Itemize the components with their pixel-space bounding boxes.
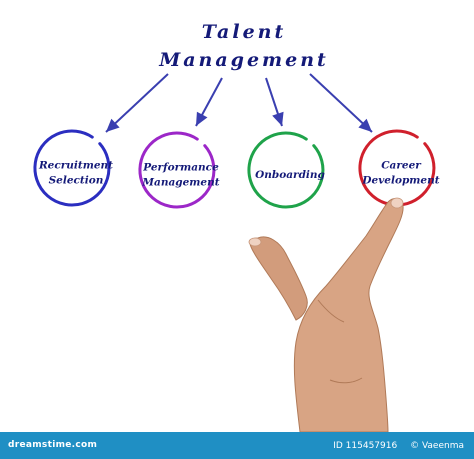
node-circle-2	[138, 131, 216, 209]
node-label-1-2: Selection	[49, 175, 104, 187]
footer-credit: © Vaeenma	[410, 441, 464, 451]
node-label-4-1: Career	[381, 160, 422, 172]
node-label-2-2: Management	[141, 177, 219, 189]
node-circle-4	[358, 129, 436, 207]
node-circle-1	[33, 129, 111, 207]
arrow-1	[105, 73, 169, 133]
node-label-4-2: Development	[361, 175, 439, 187]
title-line-2: Management	[158, 49, 329, 71]
node-label-3-1: Onboarding	[255, 169, 325, 181]
footer-meta: ID 115457916 © Vaeenma	[323, 441, 464, 451]
node-circle-3	[247, 131, 325, 209]
title-line-1: Talent	[202, 21, 287, 43]
footer-brand: dreamstime.com	[8, 440, 98, 450]
arrow-head-4	[358, 118, 372, 132]
footer-image-id: ID 115457916	[333, 441, 398, 451]
footer-bar: dreamstime.com ID 115457916 © Vaeenma	[0, 432, 474, 459]
node-label-2-1: Performance	[142, 162, 219, 174]
pointing-hand-image	[248, 197, 404, 432]
arrow-head-2	[196, 111, 208, 126]
arrows	[105, 73, 373, 133]
arrow-4	[309, 73, 373, 133]
node-3: Onboarding	[247, 131, 325, 209]
arrow-head-1	[106, 118, 120, 132]
node-label-1-1: Recruitment	[38, 160, 113, 172]
arrow-head-3	[272, 111, 284, 126]
